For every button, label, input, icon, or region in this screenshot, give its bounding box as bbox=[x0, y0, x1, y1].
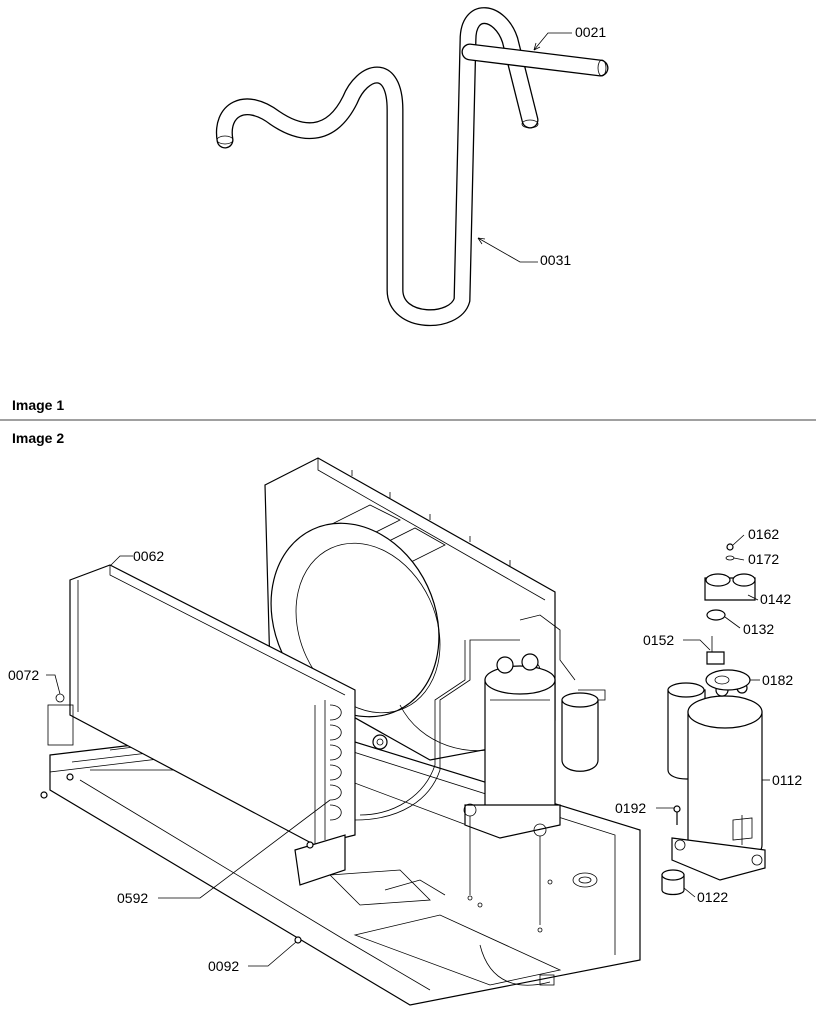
part-label-0142: 0142 bbox=[760, 591, 791, 607]
part-label-0031: 0031 bbox=[540, 252, 571, 268]
part-label-0172: 0172 bbox=[748, 551, 779, 567]
part-label-0182: 0182 bbox=[762, 672, 793, 688]
leader-0162 bbox=[732, 534, 745, 546]
tube-branch-0021 bbox=[461, 43, 609, 77]
leader-0172 bbox=[733, 557, 745, 561]
part-label-0072: 0072 bbox=[8, 667, 39, 683]
compressor-0112 bbox=[667, 682, 766, 881]
leader-0092 bbox=[248, 941, 297, 967]
part-label-0192: 0192 bbox=[615, 800, 646, 816]
overload-0152 bbox=[706, 636, 725, 665]
part-label-0062: 0062 bbox=[133, 548, 164, 564]
washer-0172 bbox=[725, 555, 735, 561]
part-label-0112: 0112 bbox=[772, 772, 802, 788]
leader-0072 bbox=[46, 674, 61, 695]
screws-0092 bbox=[40, 773, 302, 944]
grommet-0122 bbox=[661, 869, 685, 896]
part-label-0132: 0132 bbox=[743, 621, 774, 637]
part-label-0021: 0021 bbox=[575, 24, 606, 40]
accumulator-installed bbox=[561, 692, 599, 772]
motor-bracket bbox=[372, 734, 388, 750]
terminal-cover-0142 bbox=[704, 573, 756, 601]
leader-0021 bbox=[533, 32, 572, 51]
leader-0132 bbox=[724, 616, 741, 629]
caption-image-2: Image 2 bbox=[12, 430, 64, 446]
condenser-coil-0062 bbox=[47, 564, 356, 846]
part-label-0162: 0162 bbox=[748, 526, 779, 542]
leader-0122 bbox=[683, 887, 696, 898]
leader-0592 bbox=[158, 799, 331, 899]
part-label-0092: 0092 bbox=[208, 958, 239, 974]
compressor-installed bbox=[463, 653, 561, 925]
drain-bracket-0592 bbox=[294, 834, 346, 886]
part-label-0122: 0122 bbox=[697, 889, 728, 905]
caption-image-1: Image 1 bbox=[12, 397, 64, 413]
screw-0162 bbox=[726, 543, 734, 551]
leader-0152 bbox=[683, 639, 711, 651]
leader-0031 bbox=[477, 237, 538, 263]
gasket-0182 bbox=[705, 669, 751, 691]
tube-assembly-0031 bbox=[215, 7, 539, 327]
grommet-0132 bbox=[706, 609, 726, 621]
bolt-0192 bbox=[673, 805, 681, 825]
leader-0062 bbox=[109, 555, 133, 567]
leader-0142 bbox=[747, 594, 759, 601]
part-label-0592: 0592 bbox=[117, 890, 148, 906]
part-label-0152: 0152 bbox=[643, 632, 674, 648]
